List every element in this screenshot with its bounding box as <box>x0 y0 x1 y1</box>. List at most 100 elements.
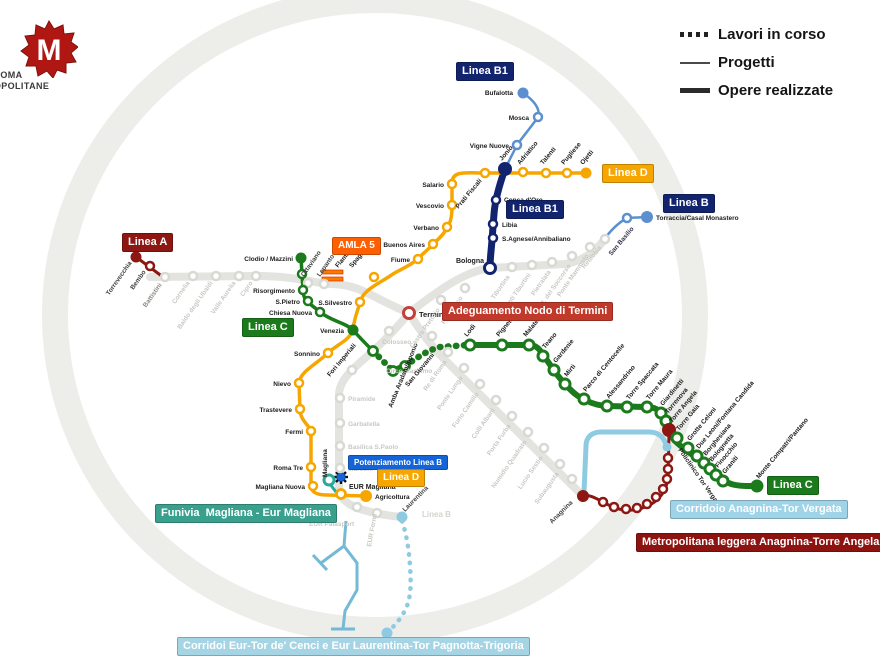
station-label-vigne-nuove: Vigne Nuove <box>470 143 510 150</box>
station-label-chiesa-nuova: Chiesa Nuova <box>269 310 312 317</box>
corridoi-eur-line-solid <box>311 520 359 631</box>
station-label-risorgimento: Risorgimento <box>253 288 295 295</box>
station-label-torraccia-casal-monastero: Torraccia/Casal Monastero <box>656 215 739 222</box>
badge-potenziamento-linea-b: Potenziamento Linea B <box>348 455 449 471</box>
badge-linea-d-top: Linea D <box>602 164 654 183</box>
badge-linea-c-east: Linea C <box>767 476 819 495</box>
station-label-mirti: Mirti <box>563 363 577 378</box>
station-lucio-sestio <box>538 442 550 454</box>
station-fermi <box>305 425 317 437</box>
station-label-garbatella: Garbatella <box>348 421 380 428</box>
station-roma-tre <box>305 461 317 473</box>
amla5-works-icon <box>321 269 344 282</box>
station-label-lucio-sestio: Lucio Sestio <box>517 455 545 491</box>
station-leggera-9 <box>608 501 620 513</box>
linea-a-existing-west <box>146 271 413 317</box>
station-leggera-6 <box>641 498 653 510</box>
station-label-ponte-lungo: Ponte Lungo <box>436 375 465 412</box>
station-jonio <box>498 162 512 176</box>
station-label-battistini: Battistini <box>142 282 164 309</box>
station-san-giovanni <box>399 360 411 372</box>
station-garbatella <box>334 417 346 429</box>
station-anagnina <box>577 490 589 502</box>
station-leggera-7 <box>631 502 643 514</box>
station-cavour <box>383 325 395 337</box>
station-monti-tiburtini <box>546 256 558 268</box>
station-s-agnese-annibaliano <box>487 232 499 244</box>
station-eur-magliana <box>335 488 347 500</box>
logo-text: ROMA METROPOLITANE <box>0 70 78 93</box>
station-label-basilica-s-paolo: Basilica S.Paolo <box>348 444 398 451</box>
linea-b1-realized-line <box>486 165 509 272</box>
station-label-anagnina: Anagnina <box>549 499 575 525</box>
station-magliana-nuova <box>307 480 319 492</box>
station-label-furio-camillo: Furio Camillo <box>451 391 481 429</box>
station-label-gardenie: Gardenie <box>552 338 576 364</box>
station-label-colli-albani: Colli Albani <box>471 407 497 440</box>
station-label-ojetti: Ojetti <box>579 149 595 166</box>
station-monte-compatri-pantano <box>750 479 764 493</box>
linea-b-existing-south <box>335 309 413 521</box>
station-alessandrino <box>600 399 614 413</box>
station-conca-d-oro <box>490 194 502 206</box>
station-leggera-5 <box>650 491 662 503</box>
station-label-vescovio: Vescovio <box>416 203 444 210</box>
legend-item-works: Lavori in corso <box>680 26 880 43</box>
station-lepanto <box>318 278 330 290</box>
station-label-magliana: Magliana <box>322 449 329 477</box>
badge-metro-leggera-anagnina-torre-angela: Metropolitana leggera Anagnina-Torre Ang… <box>636 533 880 552</box>
station-subaugusta <box>554 458 566 470</box>
badge-linea-b-top: Linea B <box>663 194 715 213</box>
station-pietralata <box>566 250 578 262</box>
badge-linea-d-south: Linea D <box>377 469 426 487</box>
station-label-porta-furba: Porta Furba <box>486 423 513 457</box>
legend: Lavori in corso Progetti Opere realizzat… <box>680 26 880 110</box>
logo-star-icon: M <box>20 20 78 78</box>
station-vigne-nuove <box>511 139 523 151</box>
corridoi-eur-line-dotted <box>388 518 413 632</box>
station-label-circo-massimo: Circo Massimo <box>386 368 432 375</box>
station-trastevere <box>294 403 306 415</box>
station-sonnino <box>322 347 334 359</box>
station-termini <box>402 306 416 320</box>
station-label-teano: Teano <box>541 331 558 350</box>
station-label-buenos-aires: Buenos Aires <box>383 242 425 249</box>
station-torre-maura <box>640 400 654 414</box>
logo-line2: METROPOLITANE <box>0 81 50 92</box>
station-mosca <box>532 111 544 123</box>
station-graniti <box>716 474 730 488</box>
station-label-subaugusta: Subaugusta <box>534 471 561 506</box>
station-label-monte-compatri-pantano: Monte Compatri/Pantano <box>755 417 810 480</box>
station-re-di-roma <box>442 346 454 358</box>
badge-corridoi-eur: Corridoi Eur-Tor de' Cenci e Eur Laurent… <box>177 637 530 656</box>
legend-label-works: Lavori in corso <box>718 26 826 43</box>
thin-line-icon <box>680 61 710 64</box>
station-label-eur-palasport: EUR Palasport <box>309 521 355 528</box>
station-san-basilio <box>621 212 633 224</box>
station-nievo <box>293 377 305 389</box>
station-a-station <box>426 330 438 342</box>
station-label-venezia: Venezia <box>320 328 344 335</box>
station-label-trastevere: Trastevere <box>259 407 292 414</box>
station-torraccia-casal-monastero <box>641 211 653 223</box>
station-amba-aradam-ipponio <box>387 365 399 377</box>
station-label-torrevecchia: Torrevecchia <box>105 260 134 297</box>
station-piramide <box>334 392 346 404</box>
station-quintiliani <box>526 259 538 271</box>
thick-line-icon <box>680 88 710 93</box>
station-circo-massimo <box>346 364 358 376</box>
station-colli-albani <box>490 394 502 406</box>
station-label-termini: Termini <box>419 310 446 319</box>
station-label-clodio-mazzini: Clodio / Mazzini <box>244 256 293 263</box>
station-s-silvestro <box>354 296 366 308</box>
badge-linea-b1-top: Linea B1 <box>456 62 514 81</box>
linea-c-works-dotted-2 <box>401 341 472 370</box>
station-policlinico <box>459 282 471 294</box>
logo-line1: ROMA <box>0 70 23 80</box>
station-funivia-magliana <box>322 473 336 487</box>
station-valle-aurelia <box>233 270 245 282</box>
station-fiume <box>412 253 424 265</box>
station-rebibbia <box>599 233 611 245</box>
